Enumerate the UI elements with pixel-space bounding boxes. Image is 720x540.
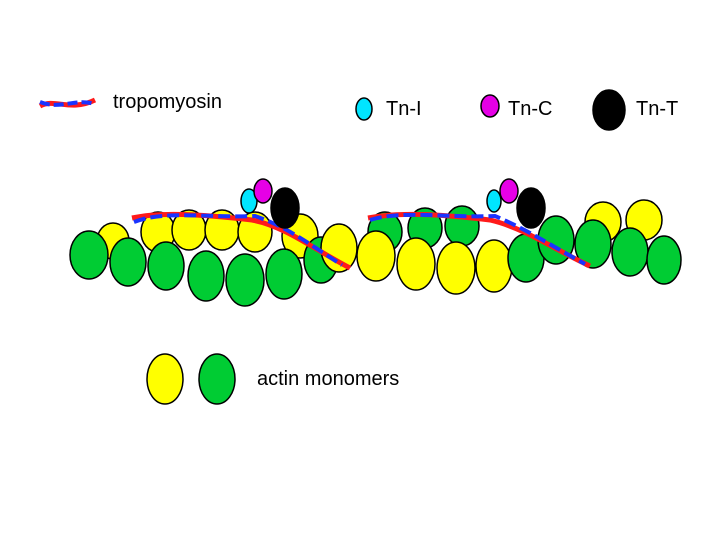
- tn-i-label: Tn-I: [386, 98, 422, 120]
- actin-monomer: [646, 235, 682, 285]
- tn-i-legend-icon: [355, 97, 373, 121]
- actin-monomer: [69, 230, 109, 280]
- tropomyosin-label: tropomyosin: [113, 91, 222, 113]
- actin-monomer: [187, 250, 225, 302]
- troponin-complex: [240, 178, 300, 229]
- tropomyosin-strand: [367, 211, 592, 269]
- actin-monomer: [444, 205, 480, 247]
- tropomyosin-strand: [131, 211, 352, 271]
- tn-c-label: Tn-C: [508, 98, 553, 120]
- actin-monomer: [475, 239, 513, 293]
- actin-monomer: [356, 230, 396, 282]
- actin-monomer: [265, 248, 303, 300]
- tn-t: [270, 187, 300, 229]
- actin-monomer: [396, 237, 436, 291]
- tn-t-legend-icon: [592, 89, 626, 131]
- tn-i: [486, 189, 502, 213]
- actin-monomer: [436, 241, 476, 295]
- actin-monomer: [320, 223, 358, 273]
- actin-monomer: [611, 227, 649, 277]
- actin-monomer: [225, 253, 265, 307]
- tn-c: [499, 178, 519, 204]
- tn-t-label: Tn-T: [636, 98, 679, 120]
- troponin-complex: [486, 178, 546, 229]
- tn-c-legend-icon: [480, 94, 500, 118]
- tn-c: [253, 178, 273, 204]
- actin-monomer: [574, 219, 612, 269]
- actin-yellow-legend-icon: [146, 353, 184, 405]
- actin-monomer: [147, 241, 185, 291]
- tropomyosin-legend-icon: [38, 97, 97, 109]
- tn-t: [516, 187, 546, 229]
- actin-monomer: [109, 237, 147, 287]
- actin-monomers-label: actin monomers: [257, 368, 400, 390]
- actin-green-legend-icon: [198, 353, 236, 405]
